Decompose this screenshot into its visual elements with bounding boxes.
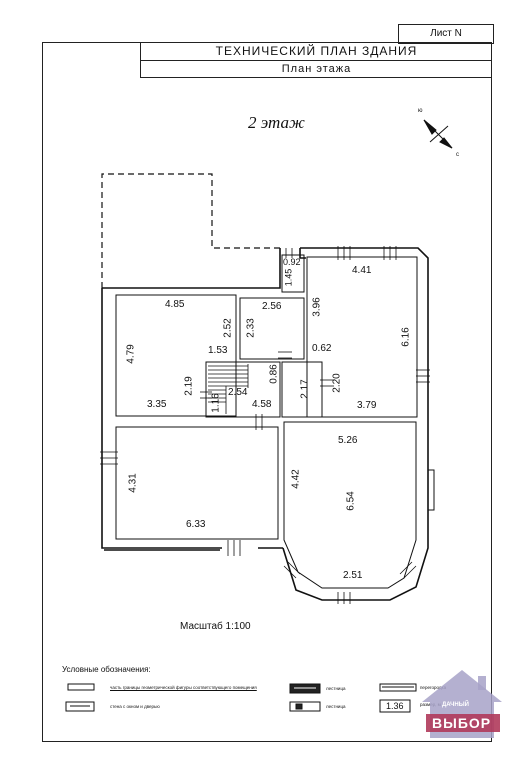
room-2 — [239, 297, 305, 360]
legend-symbols — [65, 683, 417, 713]
dim-label: 1.53 — [208, 345, 228, 356]
dim-label: 1.45 — [283, 268, 294, 287]
dim-label: 2.17 — [299, 379, 311, 399]
legend-item: стена с окном и дверью — [110, 704, 160, 709]
dim-label: 4.58 — [252, 399, 272, 410]
wall-bump — [428, 469, 435, 511]
dim-label: 2.56 — [262, 301, 282, 312]
dim-label: 2.33 — [245, 318, 257, 338]
dim-label: 6.16 — [400, 327, 412, 347]
drawing-frame — [42, 42, 492, 742]
terrace-outline — [101, 173, 280, 288]
watermark-logo: ДАЧНЫЙ ВЫБОР — [418, 666, 506, 746]
dim-label: 6.33 — [186, 519, 206, 530]
dim-label: 6.54 — [345, 491, 357, 511]
room-3 — [306, 256, 418, 418]
dim-label: 4.85 — [165, 299, 185, 310]
outer-walls — [101, 247, 429, 601]
dim-label: 4.42 — [290, 469, 302, 489]
dim-label: 5.26 — [338, 435, 358, 446]
legend-item: лестница — [326, 686, 346, 691]
dim-label: 2.52 — [222, 318, 234, 338]
dim-label: 2.54 — [228, 387, 248, 398]
vestibule — [281, 254, 305, 293]
north-arrow-icon — [423, 119, 453, 149]
compass-south-label: с — [456, 152, 459, 158]
scale-label: Масштаб 1:100 — [180, 621, 251, 632]
compass-north-label: ю — [418, 108, 423, 114]
room-1 — [115, 294, 237, 417]
hall — [281, 361, 323, 418]
dim-label: 0.92 — [283, 257, 301, 267]
floor-label: 2 этаж — [248, 113, 305, 132]
stair-hall — [205, 361, 281, 418]
legend-item: часть границы геометрической фигуры соот… — [110, 685, 257, 690]
windows — [100, 246, 430, 604]
dim-label: 3.35 — [147, 399, 167, 410]
dim-label: 4.79 — [125, 344, 137, 364]
dim-label: 3.79 — [357, 400, 377, 411]
dim-label: 2.51 — [343, 570, 363, 581]
plan-title: ТЕХНИЧЕСКИЙ ПЛАН ЗДАНИЯ — [140, 42, 492, 61]
room-4 — [115, 426, 279, 540]
legend-item-value: 1.36 — [386, 701, 404, 711]
sheet-number: Лист N — [398, 24, 494, 44]
legend-title: Условные обозначения: — [62, 665, 151, 674]
dim-label: 4.41 — [352, 265, 372, 276]
legend-item: лестница — [326, 704, 346, 709]
dim-label: 4.31 — [127, 473, 139, 493]
watermark-line1: ДАЧНЫЙ — [442, 702, 469, 708]
dim-label: 3.96 — [311, 297, 323, 317]
stair-treads — [208, 364, 249, 414]
legend-item: перегородка — [420, 685, 447, 690]
dim-label: 0.62 — [312, 343, 332, 354]
watermark-line2: ВЫБОР — [432, 715, 492, 731]
dim-label: 0.86 — [268, 364, 280, 384]
plan-subtitle: План этажа — [140, 61, 492, 78]
house-icon — [422, 670, 502, 738]
dim-label: 1.16 — [210, 393, 222, 413]
dim-label: 2.19 — [183, 376, 195, 396]
room-5 — [283, 421, 417, 589]
dim-label: 2.20 — [331, 373, 343, 393]
